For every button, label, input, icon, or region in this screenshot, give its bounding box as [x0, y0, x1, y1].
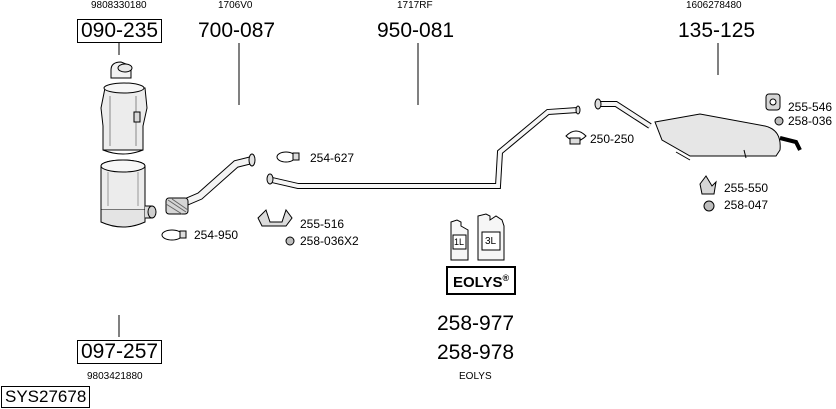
nut-258-047-icon — [703, 200, 715, 212]
fitting-label-250-250: 250-250 — [590, 132, 635, 146]
oem-number-700-087: 1706V0 — [218, 0, 253, 11]
nut-258-036x2-icon — [285, 236, 295, 246]
fitting-label-258-047: 258-047 — [724, 198, 769, 212]
part-number-950-081: 950-081 — [377, 19, 455, 42]
front-pipe-icon — [165, 153, 256, 215]
eolys-brand-box: EOLYS® — [446, 266, 517, 295]
fitting-label-255-546: 255-546 — [788, 100, 833, 114]
bracket-255-516-icon — [257, 208, 293, 227]
eolys-part-258-978: 258-978 — [437, 341, 515, 364]
oem-number-950-081: 1717RF — [397, 0, 433, 11]
nut-258-036-icon — [774, 116, 784, 126]
rear-silencer-icon — [594, 98, 802, 161]
fitting-label-254-950: 254-950 — [194, 228, 239, 242]
bracket-255-546-icon — [765, 93, 781, 111]
registered-mark: ® — [502, 273, 510, 283]
bracket-255-550-icon — [699, 175, 717, 195]
fitting-label-258-036: 258-036 — [788, 114, 833, 128]
clamp-254-950-icon — [161, 229, 187, 241]
fitting-label-255-550: 255-550 — [724, 181, 769, 195]
eolys-caption: EOLYS — [459, 371, 492, 382]
eolys-part-258-977: 258-977 — [437, 312, 515, 335]
bottle-small-icon — [450, 219, 469, 261]
part-number-135-125: 135-125 — [678, 19, 756, 42]
part-number-700-087: 700-087 — [198, 19, 276, 42]
part-number-097-257: 097-257 — [77, 340, 163, 364]
oem-number-090-235: 9808330180 — [91, 0, 147, 11]
middle-pipe-icon — [266, 105, 581, 189]
fitting-label-255-516: 255-516 — [300, 217, 345, 231]
clamp-250-250-icon — [565, 130, 587, 145]
oem-number-135-125: 1606278480 — [686, 0, 742, 11]
bottle-large-label: 3L — [485, 236, 497, 247]
bottle-small-label: 1L — [454, 237, 465, 247]
particulate-filter-icon — [100, 159, 157, 228]
fitting-label-254-627: 254-627 — [310, 151, 355, 165]
part-number-090-235: 090-235 — [77, 19, 163, 43]
system-code: SYS27678 — [1, 386, 91, 408]
catalytic-converter-icon — [100, 61, 148, 155]
oem-number-097-257: 9803421880 — [87, 371, 143, 382]
fitting-label-258-036x2: 258-036X2 — [300, 234, 359, 248]
clamp-254-627-icon — [276, 151, 300, 163]
eolys-brand-text: EOLYS — [453, 274, 503, 291]
bottle-large-icon — [477, 213, 505, 261]
